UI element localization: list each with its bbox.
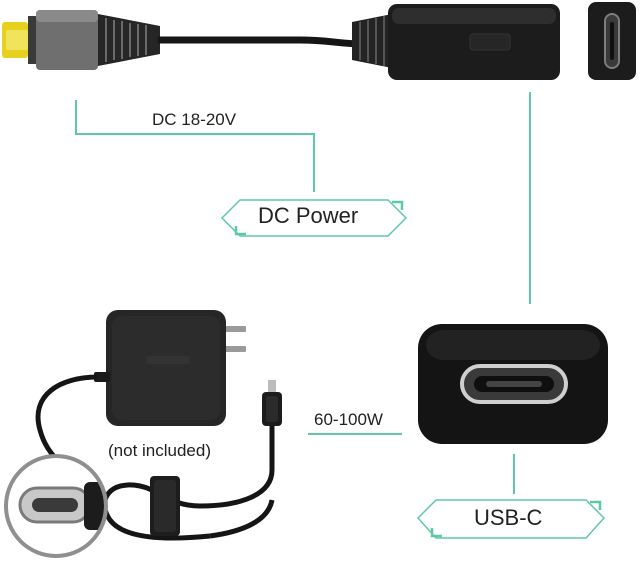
usb-c-plug-magnifier-icon xyxy=(4,454,108,558)
dc-cable xyxy=(158,36,367,48)
usb-c-port-closeup-icon xyxy=(418,324,608,444)
wattage-label: 60-100W xyxy=(314,410,383,429)
usb-c-port-end-icon xyxy=(588,2,636,80)
usb-c-adapter-icon xyxy=(352,4,560,80)
usb-c-label: USB-C xyxy=(474,505,543,530)
cable-bundle xyxy=(150,476,180,536)
dc-barrel-plug-icon xyxy=(2,10,160,70)
not-included-label: (not included) xyxy=(108,441,212,460)
dc-voltage-label: DC 18-20V xyxy=(152,110,237,129)
wall-charger-icon xyxy=(94,310,246,426)
usb-c-plug-icon xyxy=(262,380,282,426)
callout-lines xyxy=(75,92,531,494)
usb-c-label-frame xyxy=(416,499,606,539)
dc-power-label-frame xyxy=(220,199,408,237)
dc-power-label: DC Power xyxy=(258,203,359,228)
